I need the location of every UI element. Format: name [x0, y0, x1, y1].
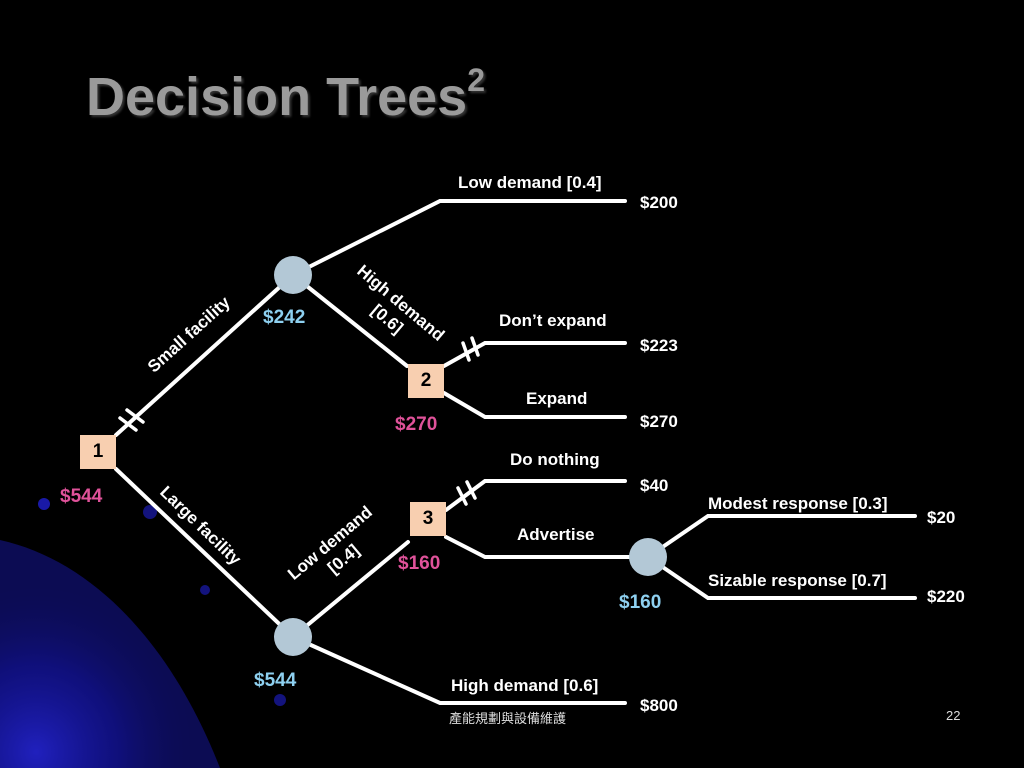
prune-mark-advertise-2 [465, 480, 477, 500]
decision-node-2: 2 [408, 364, 444, 398]
page-title: Decision Trees2 [86, 62, 485, 127]
payoff-220: $220 [927, 587, 965, 606]
ev-decision-3: $160 [398, 553, 441, 574]
branch-dont-expand [442, 341, 627, 368]
label-advertise: Advertise [517, 525, 595, 544]
ev-decision-1: $544 [60, 486, 103, 507]
payoff-270: $270 [640, 412, 678, 431]
chance-node-large [274, 618, 312, 656]
payoff-20: $20 [927, 508, 956, 527]
label-high-demand-large: High demand [0.6] [451, 676, 599, 695]
branch-do-nothing [444, 479, 627, 512]
branch-high-demand-large [291, 635, 627, 705]
payoff-223: $223 [640, 336, 678, 355]
prune-mark-expand-2 [470, 336, 480, 357]
label-do-nothing: Do nothing [510, 450, 600, 469]
ev-chance-small: $242 [263, 307, 306, 328]
prune-mark-large-1 [118, 416, 138, 432]
decision-node-3: 3 [410, 502, 446, 536]
ev-chance-large: $544 [254, 670, 297, 691]
prune-mark-large-2 [125, 408, 145, 424]
prune-mark-expand-1 [461, 341, 471, 362]
chance-node-advertise [629, 538, 667, 576]
label-low-demand-small: Low demand [0.4] [458, 173, 602, 192]
label-dont-expand: Don’t expand [499, 311, 607, 330]
branch-low-demand-large [291, 540, 410, 639]
branch-modest-response [646, 514, 917, 559]
footer-text: 產能規劃與設備維護 [449, 711, 567, 726]
label-expand: Expand [526, 389, 588, 408]
label-sizable-response: Sizable response [0.7] [708, 571, 887, 590]
page-number: 22 [946, 708, 961, 723]
decision-node-1: 1 [80, 435, 116, 469]
branch-high-demand-small [291, 273, 409, 368]
payoff-40: $40 [640, 476, 669, 495]
ev-chance-advertise: $160 [619, 592, 662, 613]
payoff-200: $200 [640, 193, 678, 212]
title-superscript: 2 [467, 62, 485, 98]
branch-expand [442, 391, 627, 419]
branch-advertise [444, 535, 650, 559]
branch-low-demand-small [291, 199, 627, 277]
prune-mark-advertise-1 [456, 486, 468, 506]
ev-decision-2: $270 [395, 414, 438, 435]
branch-large-facility [114, 467, 295, 639]
payoff-800: $800 [640, 696, 678, 715]
branch-sizable-response [646, 555, 917, 600]
label-modest-response: Modest response [0.3] [708, 494, 888, 513]
branch-small-facility [114, 273, 295, 437]
chance-node-small [274, 256, 312, 294]
